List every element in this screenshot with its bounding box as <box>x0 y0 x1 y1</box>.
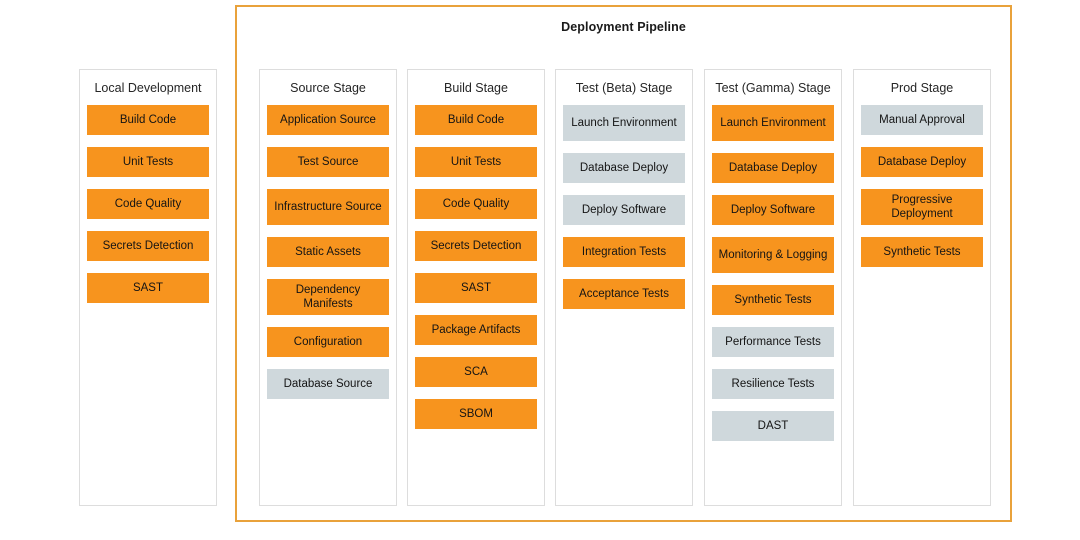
stage-card-title: Local Development <box>94 81 202 95</box>
stage-item[interactable]: Package Artifacts <box>415 315 537 345</box>
stage-card-title: Prod Stage <box>890 81 954 95</box>
stage-item[interactable]: Code Quality <box>87 189 209 219</box>
stage-item[interactable]: Synthetic Tests <box>712 285 834 315</box>
pipeline-frame: Deployment Pipeline <box>235 5 1012 522</box>
stage-item[interactable]: Test Source <box>267 147 389 177</box>
stage-item[interactable]: Deploy Software <box>712 195 834 225</box>
stage-item[interactable]: SAST <box>415 273 537 303</box>
stage-item[interactable]: Synthetic Tests <box>861 237 983 267</box>
stage-item[interactable]: Launch Environment <box>712 105 834 141</box>
stage-item[interactable]: Acceptance Tests <box>563 279 685 309</box>
pipeline-title: Deployment Pipeline <box>561 20 686 34</box>
stage-item[interactable]: SBOM <box>415 399 537 429</box>
stage-item[interactable]: Unit Tests <box>415 147 537 177</box>
stage-item[interactable]: Deploy Software <box>563 195 685 225</box>
stage-item[interactable]: Manual Approval <box>861 105 983 135</box>
stage-card-title: Test (Beta) Stage <box>575 81 673 95</box>
stage-item[interactable]: Database Deploy <box>861 147 983 177</box>
stage-item[interactable]: Database Deploy <box>712 153 834 183</box>
stage-item[interactable]: Secrets Detection <box>87 231 209 261</box>
stage-item[interactable]: Dependency Manifests <box>267 279 389 315</box>
stage-item[interactable]: Unit Tests <box>87 147 209 177</box>
stage-item[interactable]: Build Code <box>87 105 209 135</box>
stage-item[interactable]: SAST <box>87 273 209 303</box>
stage-item[interactable]: Integration Tests <box>563 237 685 267</box>
stage-item[interactable]: Resilience Tests <box>712 369 834 399</box>
stage-item[interactable]: Secrets Detection <box>415 231 537 261</box>
stage-item[interactable]: Configuration <box>267 327 389 357</box>
stage-card-title: Build Stage <box>444 81 508 95</box>
stage-item[interactable]: Build Code <box>415 105 537 135</box>
stage-item[interactable]: Database Deploy <box>563 153 685 183</box>
stage-item[interactable]: Code Quality <box>415 189 537 219</box>
stage-item[interactable]: SCA <box>415 357 537 387</box>
stage-item[interactable]: Progressive Deployment <box>861 189 983 225</box>
stage-card-title: Source Stage <box>290 81 366 95</box>
stage-item[interactable]: Application Source <box>267 105 389 135</box>
stage-item[interactable]: Static Assets <box>267 237 389 267</box>
stage-item[interactable]: Monitoring & Logging <box>712 237 834 273</box>
stage-item[interactable]: Performance Tests <box>712 327 834 357</box>
stage-item[interactable]: DAST <box>712 411 834 441</box>
stage-card-title: Test (Gamma) Stage <box>715 81 831 95</box>
stage-item[interactable]: Database Source <box>267 369 389 399</box>
stage-item[interactable]: Infrastructure Source <box>267 189 389 225</box>
stage-item[interactable]: Launch Environment <box>563 105 685 141</box>
